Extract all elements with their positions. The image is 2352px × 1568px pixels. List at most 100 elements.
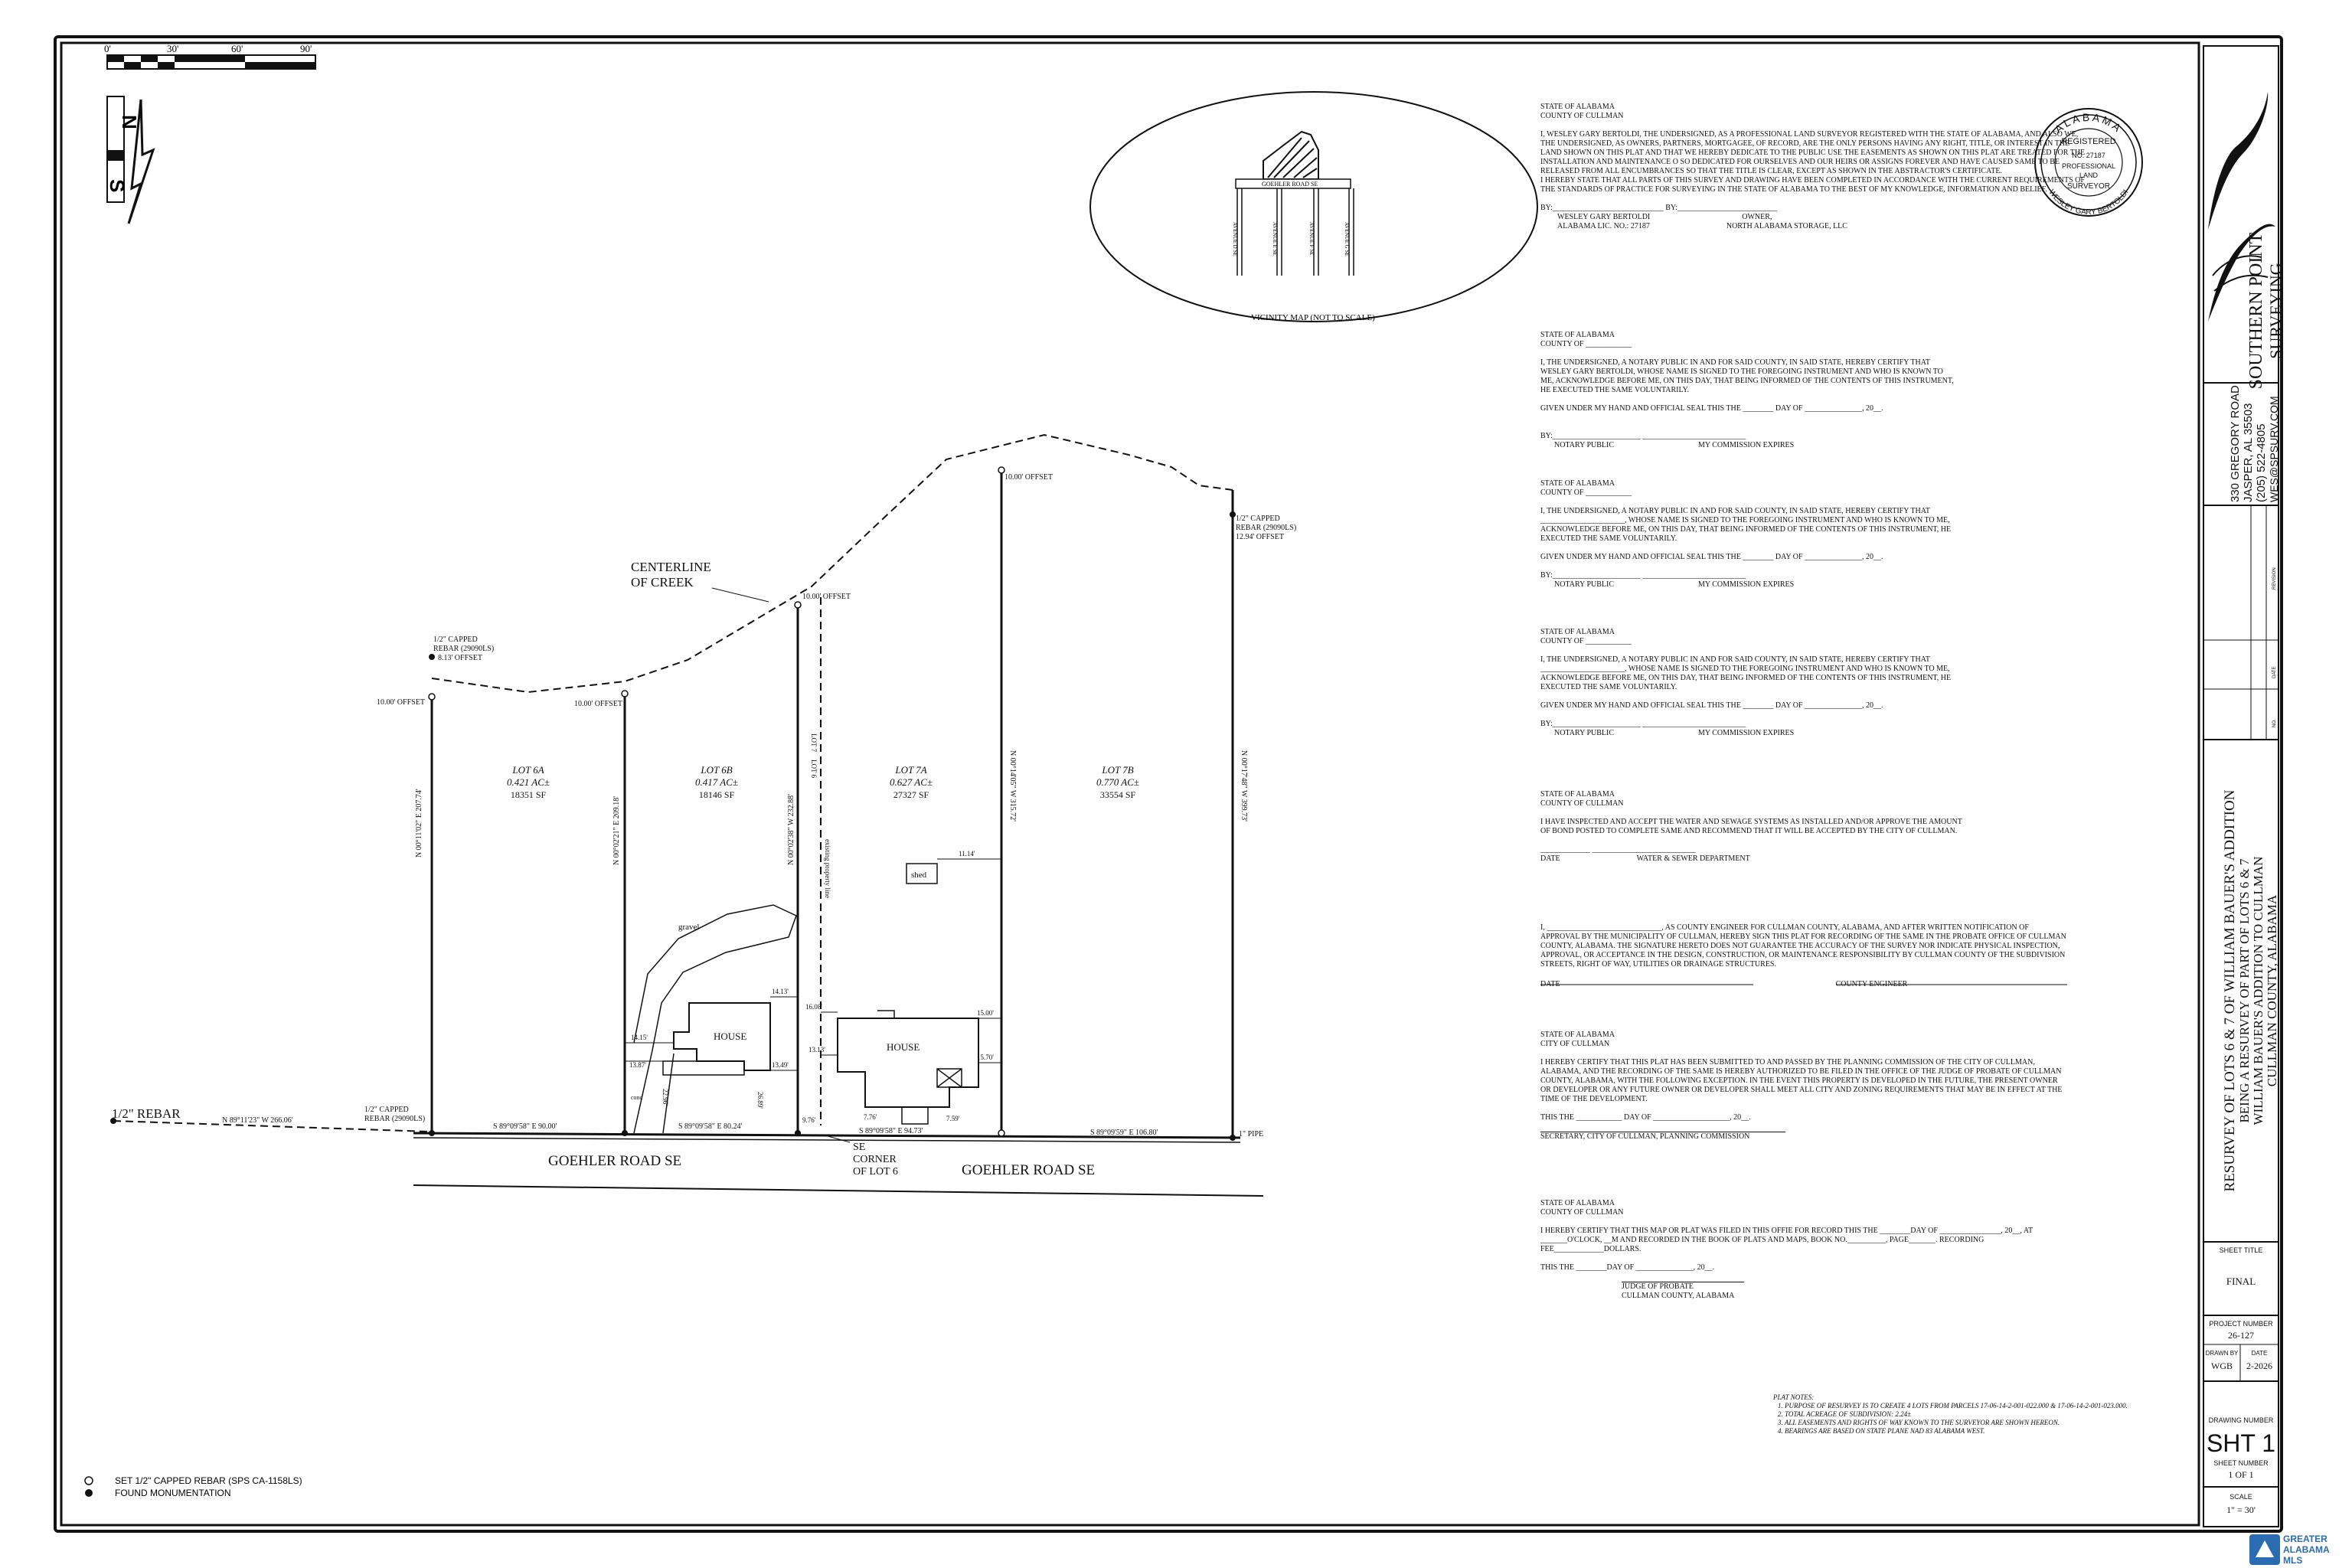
found-monument [429, 1130, 435, 1136]
rebar-left-bearing: N 89°11'23" W 266.06' [222, 1116, 293, 1125]
lot-6b-acres: 0.417 AC± [695, 776, 738, 788]
lot-7a-acres: 0.627 AC± [890, 776, 933, 788]
mls-text-3: MLS [2283, 1555, 2302, 1566]
scale-label-90: 90' [300, 43, 312, 54]
bearing-side-2: N 00°02'21" E 209.18' [612, 796, 621, 865]
lot-line-7: LOT 7 [810, 733, 818, 753]
probate-this: THIS THE ________DAY OF _______________,… [1540, 1263, 1715, 1272]
date-label: DATE [2252, 1350, 2268, 1357]
company-logo-icon [2208, 92, 2275, 322]
legend-found: FOUND MONUMENTATION [115, 1488, 231, 1498]
lot-6a-acres: 0.421 AC± [507, 776, 550, 788]
bearing-front-3: S 89°09'58" E 94.73' [859, 1127, 923, 1135]
notary2-by: BY:_______________________ _____________… [1540, 571, 1746, 580]
probate-judge: JUDGE OF PROBATE [1622, 1282, 1744, 1292]
planning-city: CITY OF CULLMAN [1540, 1040, 1610, 1048]
set-rebar [998, 1129, 1005, 1137]
sheet-number-label: SHEET NUMBER [2213, 1459, 2269, 1467]
drawn-by-label: DRAWN BY [2206, 1350, 2239, 1357]
dim-13: 7.76' [864, 1113, 877, 1121]
plat-note-1: 1. PURPOSE OF RESURVEY IS TO CREATE 4 LO… [1778, 1402, 2128, 1410]
title-block: SOUTHERN POINT SURVEYING 330 GREGORY ROA… [2203, 45, 2285, 1527]
dim-2: 14.13' [772, 988, 789, 995]
scale-label-60: 60' [231, 43, 243, 54]
notary-certificate-3: STATE OF ALABAMA COUNTY OF ____________ … [1540, 628, 2092, 738]
notary3-by: BY:_______________________ _____________… [1540, 720, 1746, 728]
offset-4: 10.00' OFFSET [1004, 473, 1053, 482]
water-county: COUNTY OF CULLMAN [1540, 799, 1624, 808]
se-corner-2: CORNER [853, 1154, 897, 1165]
notary2-county: COUNTY OF ____________ [1540, 488, 1632, 497]
bearing-front-1: S 89°09'58" E 90.00' [493, 1122, 557, 1131]
dim-12: 9.76' [802, 1116, 816, 1124]
found-monument [1230, 1135, 1236, 1141]
bearing-side-5: N 00°17'48" W 399.73' [1240, 750, 1248, 822]
centerline-label-2: OF CREEK [631, 575, 694, 590]
capped-rebar-2: 1/2" CAPPED [1236, 514, 1280, 523]
pipe-label: 1" PIPE [1239, 1130, 1263, 1138]
address-2: JASPER, AL 35503 [2242, 403, 2255, 502]
set-rebar [794, 601, 802, 609]
dim-3: 16.08' [805, 1003, 822, 1011]
mls-watermark: GREATER ALABAMA MLS [2249, 1534, 2330, 1566]
lot-line-6: LOT 6 [810, 760, 818, 779]
surveyor-certificate: STATE OF ALABAMA COUNTY OF CULLMAN I, WE… [1540, 103, 2092, 231]
notary-given: GIVEN UNDER MY HAND AND OFFICIAL SEAL TH… [1540, 404, 1883, 413]
road-name-2: GOEHLER ROAD SE [962, 1162, 1095, 1178]
outer-border [54, 35, 2283, 1533]
no-col-label: NO. [2272, 719, 2277, 727]
capped-rebar-3: 1/2" CAPPED [364, 1106, 409, 1114]
notary-certificate-1: STATE OF ALABAMA COUNTY OF ____________ … [1540, 331, 2092, 450]
drawing-border [60, 41, 2200, 1527]
drawn-by-value: WGB [2211, 1361, 2233, 1371]
dim-14: 7.59' [946, 1115, 960, 1122]
vicinity-street-1: AVENUE D SE [1232, 222, 1238, 256]
dim-4: 13.13' [808, 1046, 825, 1054]
set-rebar [428, 693, 436, 701]
south-letter: S [106, 179, 129, 192]
project-number-label: PROJECT NUMBER [2209, 1320, 2273, 1328]
road-name-1: GOEHLER ROAD SE [548, 1153, 681, 1169]
water-body: I HAVE INSPECTED AND ACCEPT THE WATER AN… [1540, 818, 1962, 835]
dim-10: 22.96' [662, 1089, 669, 1106]
seal-professional: PROFESSIONAL [2062, 162, 2115, 170]
date-col-label: DATE [2272, 666, 2277, 678]
plat-note-2: 2. TOTAL ACREAGE OF SUBDIVISION: 2.24± [1778, 1410, 1912, 1418]
conc-label: conc [631, 1094, 643, 1101]
dim-11: 26.89' [756, 1092, 764, 1109]
project-title-1: RESURVEY OF LOTS 6 & 7 OF WILLIAM BAUER'… [2222, 789, 2238, 1191]
plat-note-3: 3. ALL EASEMENTS AND RIGHTS OF WAY KNOWN… [1778, 1419, 2060, 1426]
seal-number: NO. 27187 [2072, 152, 2105, 159]
house-2-label: HOUSE [887, 1041, 920, 1053]
probate-certificate: STATE OF ALABAMA COUNTY OF CULLMAN I HER… [1540, 1199, 2092, 1301]
vicinity-street-3: AVENUE F SE [1308, 222, 1315, 255]
project-title-4: CULLMAN COUNTY, ALABAMA [2265, 894, 2279, 1086]
found-monument [110, 1118, 116, 1124]
scale-value: 1" = 30' [2226, 1504, 2256, 1515]
revision-label: REVISION [2272, 567, 2277, 590]
sheet-title-value: FINAL [2226, 1276, 2256, 1287]
offset-1: 10.00' OFFSET [377, 698, 425, 707]
seal-land: LAND [2079, 172, 2099, 179]
gravel-label: gravel [678, 923, 699, 932]
existing-line: existing property line [824, 839, 831, 898]
project-title-2: BEING A RESURVEY OF PART OF LOTS 6 & 7 [2237, 858, 2252, 1123]
lot-6b-sf: 18146 SF [699, 789, 735, 800]
notary-by: BY:_______________________ _____________… [1540, 432, 1746, 440]
project-number-value: 26-127 [2228, 1330, 2254, 1341]
probate-county: COUNTY OF CULLMAN [1540, 1208, 1624, 1217]
sheet-title-label: SHEET TITLE [2220, 1246, 2263, 1254]
notary3-state: STATE OF ALABAMA [1540, 628, 1615, 636]
bearing-front-2: S 89°09'58" E 80.24' [678, 1122, 743, 1131]
rebar-left-label: 1/2" REBAR [112, 1106, 181, 1121]
lot-7b-sf: 33554 SF [1100, 789, 1136, 800]
notary2-given: GIVEN UNDER MY HAND AND OFFICIAL SEAL TH… [1540, 553, 1883, 561]
water-sewer-certificate: STATE OF ALABAMA COUNTY OF CULLMAN I HAV… [1540, 790, 2092, 864]
legend-set-rebar: SET 1/2" CAPPED REBAR (SPS CA-1158LS) [115, 1475, 302, 1486]
company-name: SOUTHERN POINT [2246, 232, 2266, 389]
